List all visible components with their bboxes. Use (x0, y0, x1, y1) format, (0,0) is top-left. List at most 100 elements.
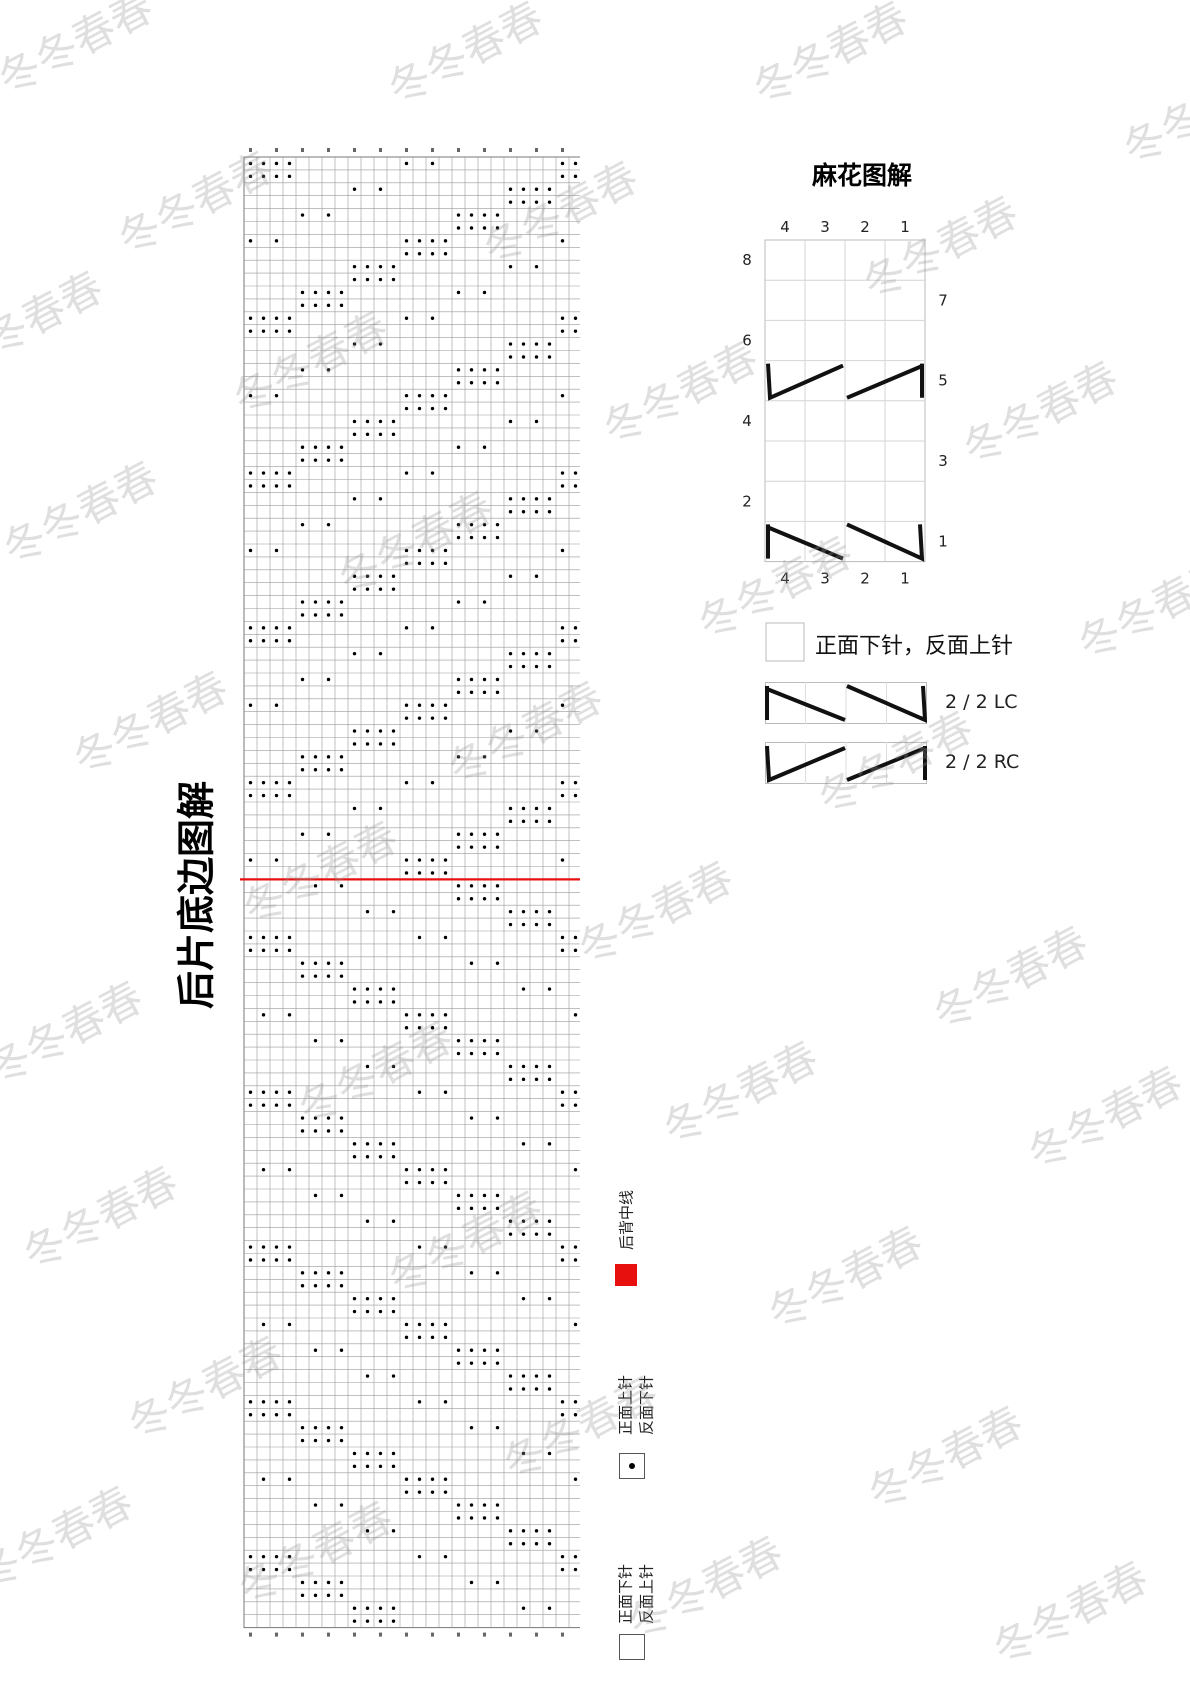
purl-dot (339, 290, 344, 295)
purl-dot (521, 1451, 526, 1456)
purl-dot (261, 471, 266, 475)
purl-dot (274, 548, 279, 553)
purl-dot (521, 819, 526, 824)
purl-dot (365, 432, 370, 437)
purl-dot (417, 1477, 422, 1481)
purl-dot (248, 1245, 253, 1249)
purl-dot (339, 1129, 344, 1133)
purl-dot (378, 419, 383, 424)
purl-dot (261, 174, 266, 179)
purl-dot (508, 922, 513, 927)
purl-dot (404, 561, 409, 566)
purl-dot (443, 1400, 448, 1404)
purl-dot (482, 897, 487, 901)
purl-dot (534, 1387, 539, 1391)
col-number-mark (535, 1632, 538, 1637)
purl-dot (482, 1051, 487, 1056)
purl-dot (352, 187, 357, 191)
purl-dot (443, 393, 448, 398)
purl-dot (456, 600, 461, 604)
purl-dot (313, 445, 318, 449)
col-number-mark (431, 1632, 434, 1637)
col-number-mark (353, 148, 356, 152)
purl-dot (339, 1193, 344, 1198)
lc-label: 2 / 2 LC (945, 691, 1018, 713)
col-number-mark (275, 1632, 278, 1637)
purl-dot (365, 1142, 370, 1146)
purl-dot (482, 522, 487, 527)
purl-dot (482, 1206, 487, 1211)
purl-dot (326, 445, 331, 449)
purl-dot (508, 355, 513, 359)
purl-dot (469, 897, 474, 901)
purl-dot (482, 1348, 487, 1352)
purl-dot (560, 1413, 565, 1417)
purl-dot (508, 1374, 513, 1378)
purl-dot (521, 1296, 526, 1301)
purl-dot (248, 174, 253, 179)
purl-dot (443, 252, 448, 256)
rc-label: 2 / 2 RC (945, 751, 1020, 773)
purl-label-2: 反面下针 (637, 1374, 656, 1436)
purl-dot (443, 561, 448, 566)
purl-dot (313, 600, 318, 604)
purl-dot (521, 1142, 526, 1146)
purl-dot (560, 1103, 565, 1107)
purl-dot (469, 1348, 474, 1352)
purl-dot (560, 1245, 565, 1249)
cable-col-label-top: 1 (900, 218, 910, 236)
purl-dot (365, 587, 370, 591)
purl-dot (261, 793, 266, 798)
purl-dot (430, 1490, 435, 1494)
purl-dot (287, 161, 292, 166)
purl-dot (456, 845, 461, 849)
col-number-mark (327, 1632, 330, 1637)
purl-dot (261, 1477, 266, 1481)
watermark-text: 冬冬春春 (984, 1552, 1157, 1675)
purl-dot (417, 1335, 422, 1340)
purl-dot (352, 1142, 357, 1146)
purl-dot (339, 974, 344, 978)
purl-dot (378, 742, 383, 746)
purl-dot (417, 1400, 422, 1404)
purl-dot (430, 871, 435, 875)
knit-legend-text: 正面下针，反面上针 (815, 634, 1014, 659)
purl-dot (573, 1400, 578, 1404)
purl-dot (456, 832, 461, 836)
watermark-text: 冬冬春春 (0, 0, 162, 105)
purl-dot (339, 613, 344, 617)
purl-dot (326, 290, 331, 295)
purl-dot (352, 419, 357, 424)
purl-dot (430, 780, 435, 785)
purl-dot (287, 935, 292, 940)
purl-dot (365, 1000, 370, 1004)
purl-dot (313, 961, 318, 965)
purl-dot (365, 1606, 370, 1610)
purl-dot (443, 1335, 448, 1340)
purl-dot (300, 1425, 305, 1430)
purl-dot (274, 948, 279, 953)
purl-dot (456, 290, 461, 295)
purl-dot (521, 1219, 526, 1223)
purl-dot (430, 548, 435, 553)
purl-dot (274, 1103, 279, 1107)
purl-dot (508, 819, 513, 824)
purl-dot (534, 819, 539, 824)
col-number-mark (457, 148, 460, 152)
watermark-text: 冬冬春春 (14, 1157, 187, 1280)
purl-dot (521, 651, 526, 656)
col-number-mark (483, 1632, 486, 1637)
purl-dot (547, 497, 552, 501)
purl-dot (326, 1593, 331, 1598)
purl-dot (287, 329, 292, 333)
purl-dot (326, 677, 331, 682)
purl-dot (365, 729, 370, 733)
col-number-mark (379, 148, 382, 152)
purl-dot (274, 161, 279, 166)
purl-dot (287, 1090, 292, 1094)
purl-dot (404, 1180, 409, 1185)
purl-dot (261, 780, 266, 785)
purl-dot (560, 1400, 565, 1404)
purl-dot (378, 1606, 383, 1610)
purl-dot (521, 987, 526, 991)
